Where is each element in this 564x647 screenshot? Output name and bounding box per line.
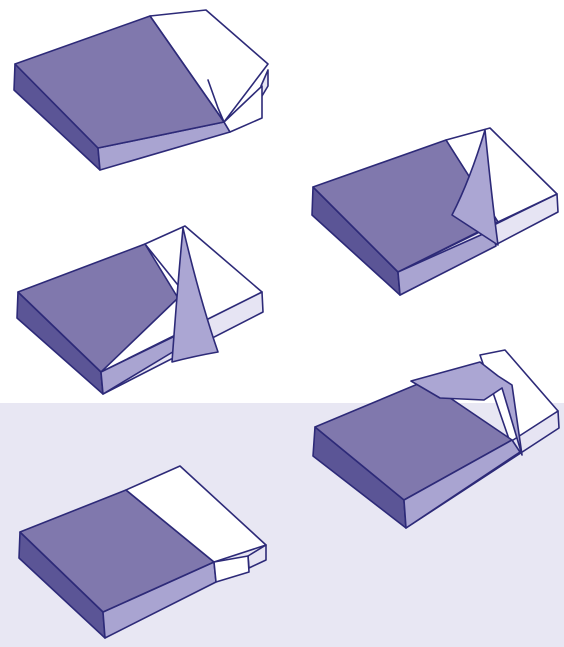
bed-1-sheet-overhang [223,85,263,133]
bed-panel-1 [13,9,269,171]
bed-panel-3 [16,225,264,395]
bed-2-blanket-right-side [397,229,497,296]
bed-panel-5 [18,465,267,639]
bed-4-sheet-exposed [479,349,559,443]
bed-4-blanket-right-side [403,439,521,529]
bed-3-hanging-corner [171,227,219,363]
bed-2-blanket-top [312,139,499,273]
bed-5-sheet-band-overhang [213,555,250,583]
bed-4-tucked-corner [410,361,523,456]
bed-panel-2 [311,127,559,296]
bed-2-lifted-corner [451,129,499,246]
bed-panel-4 [312,349,560,529]
bed-1-drape-line [207,79,225,123]
bed-5-folded-sheet-band [125,465,267,563]
